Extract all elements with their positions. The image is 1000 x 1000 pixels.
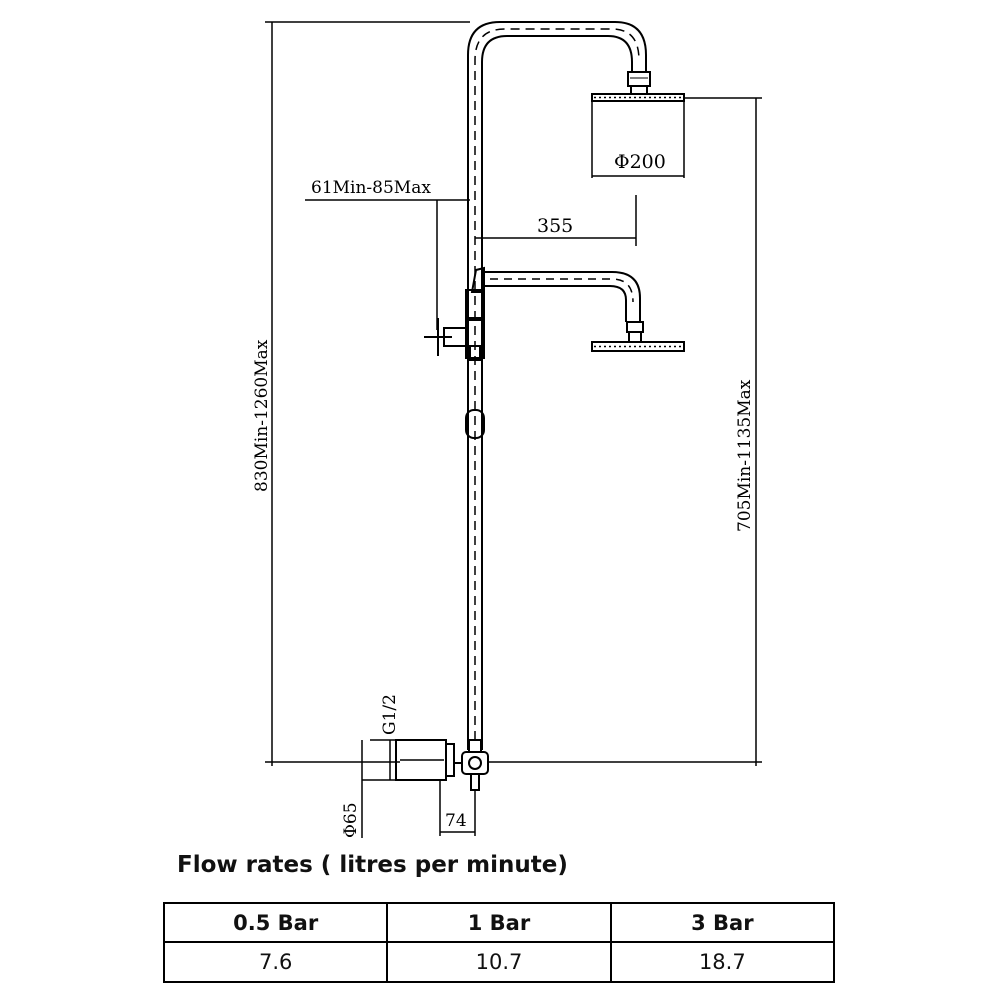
arm-projection-dimension: 355 (475, 195, 637, 246)
inlet-diameter-label: Φ65 (341, 802, 361, 838)
slide-holder (465, 409, 485, 439)
wall-inlet (395, 739, 489, 791)
table-cell: 7.6 (162, 941, 389, 983)
valve-offset-dimension: 61Min-85Max (305, 178, 470, 330)
flow-rates-title: Flow rates ( litres per minute) (177, 852, 568, 878)
column-header: 3 Bar (609, 902, 836, 943)
overhead-shower-head (591, 71, 685, 102)
inlet-depth-dimension: 74 (439, 780, 476, 836)
table-cell: 18.7 (609, 941, 836, 983)
column-header: 1 Bar (386, 902, 612, 943)
inlet-depth-label: 74 (445, 811, 467, 831)
inlet-thread-label: G1/2 (380, 694, 400, 735)
overall-height-dimension: 830Min-1260Max (252, 21, 470, 766)
table-cell: 10.7 (386, 941, 612, 983)
inlet-dimensions: G1/2 Φ65 (341, 694, 400, 838)
head-diameter-dimension: Φ200 (591, 101, 685, 178)
head-height-label: 705Min-1135Max (735, 379, 755, 532)
column-header: 0.5 Bar (162, 902, 389, 943)
arm-projection-label: 355 (537, 215, 573, 237)
head-diameter-label: Φ200 (614, 151, 666, 173)
overall-height-label: 830Min-1260Max (252, 339, 272, 492)
shower-dimension-drawing: Φ200 355 61Min-85Max (252, 21, 762, 838)
flow-rates-table: 0.5 Bar 1 Bar 3 Bar 7.6 10.7 18.7 (162, 902, 836, 983)
table-row: 7.6 10.7 18.7 (162, 941, 836, 983)
valve-offset-label: 61Min-85Max (311, 178, 431, 198)
head-height-dimension: 705Min-1135Max (488, 98, 762, 766)
hand-shower (465, 266, 685, 352)
diverter-valve (424, 317, 485, 361)
table-header-row: 0.5 Bar 1 Bar 3 Bar (162, 902, 836, 943)
riser-rail (467, 21, 647, 750)
